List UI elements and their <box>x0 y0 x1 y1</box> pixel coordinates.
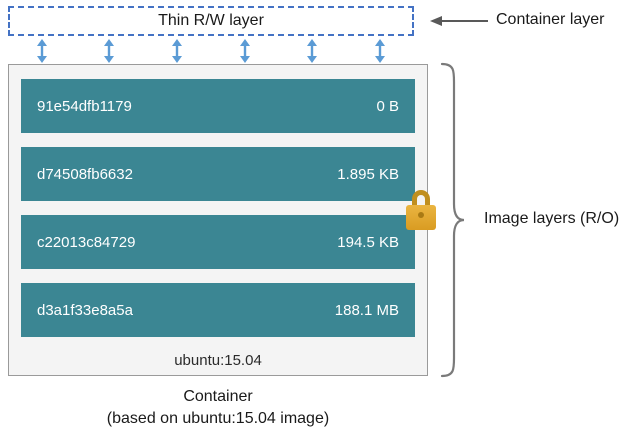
caption-based-on: (based on ubuntu:15.04 image) <box>106 410 330 427</box>
padlock-icon <box>405 190 437 236</box>
double-arrow-icon <box>36 39 47 63</box>
thin-rw-layer-box: Thin R/W layer <box>8 6 414 36</box>
double-arrow-icon <box>104 39 115 63</box>
padlock-body <box>406 205 436 230</box>
layer-connection-arrows <box>8 39 414 63</box>
image-layer-row: c22013c84729 194.5 KB <box>21 215 415 269</box>
layer-size: 1.895 KB <box>337 165 399 183</box>
image-layers-label: Image layers (R/O) <box>484 210 620 227</box>
layer-id: c22013c84729 <box>37 233 136 251</box>
double-arrow-icon <box>375 39 386 63</box>
thin-rw-layer-label: Thin R/W layer <box>158 12 264 29</box>
double-arrow-icon <box>172 39 183 63</box>
layer-id: 91e54dfb1179 <box>37 97 132 115</box>
layer-id: d74508fb6632 <box>37 165 133 183</box>
image-layer-row: 91e54dfb1179 0 B <box>21 79 415 133</box>
double-arrow-icon <box>239 39 250 63</box>
container-layer-label: Container layer <box>496 11 605 28</box>
base-image-label: ubuntu:15.04 <box>174 351 262 369</box>
layer-id: d3a1f33e8a5a <box>37 301 133 319</box>
container-box: 91e54dfb1179 0 B d74508fb6632 1.895 KB c… <box>8 64 428 376</box>
diagram-caption: Container (based on ubuntu:15.04 image) <box>0 386 436 430</box>
layer-size: 188.1 MB <box>334 301 399 319</box>
curly-brace <box>440 62 465 378</box>
caption-container: Container <box>183 388 253 405</box>
left-arrow-icon <box>430 16 488 26</box>
double-arrow-icon <box>307 39 318 63</box>
layer-size: 0 B <box>376 97 399 115</box>
image-layer-row: d74508fb6632 1.895 KB <box>21 147 415 201</box>
layer-size: 194.5 KB <box>337 233 399 251</box>
image-layer-row: d3a1f33e8a5a 188.1 MB <box>21 283 415 337</box>
padlock-shackle <box>412 190 430 207</box>
